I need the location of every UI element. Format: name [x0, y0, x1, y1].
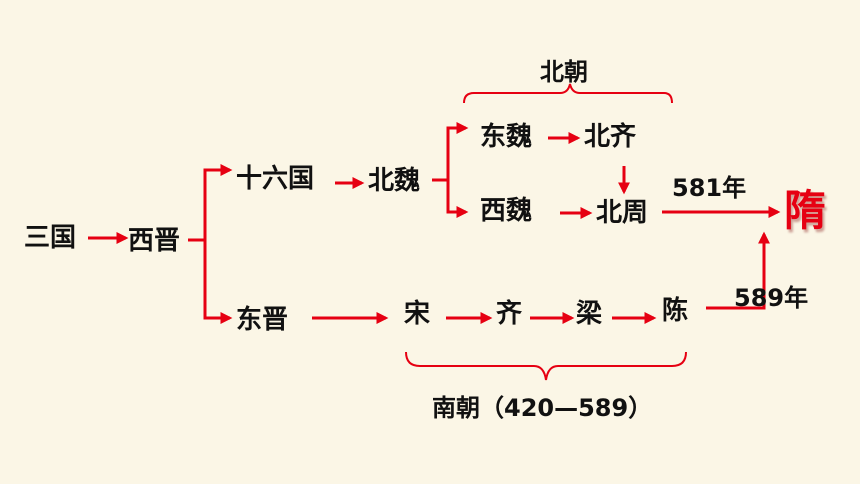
node-shiliuguo: 十六国 — [236, 164, 315, 194]
branch-beiwei — [432, 122, 469, 182]
node-chen: 陈 — [662, 296, 689, 326]
label-north-dynasties: 北朝 — [540, 58, 588, 86]
node-beizhou: 北周 — [596, 198, 649, 228]
branch-xijin-lower — [203, 240, 233, 324]
node-xijin: 西晋 — [128, 226, 181, 256]
label-south-dynasties: 南朝（420—589） — [432, 394, 653, 422]
node-sanguo: 三国 — [24, 223, 77, 253]
node-liang: 梁 — [576, 299, 603, 329]
node-dongwei: 东魏 — [480, 122, 533, 152]
branch-beiwei-lower — [446, 180, 469, 218]
label-year-589: 589年 — [734, 284, 809, 312]
node-xiwei: 西魏 — [480, 196, 533, 226]
brace-south — [405, 351, 687, 381]
node-dongjin: 东晋 — [236, 305, 289, 335]
node-qi: 齐 — [496, 299, 523, 329]
node-sui: 隋 — [784, 186, 827, 235]
node-song: 宋 — [404, 299, 431, 329]
node-beiqi: 北齐 — [584, 122, 637, 152]
label-year-581: 581年 — [672, 174, 747, 202]
arrow-chen-sui — [706, 231, 770, 310]
brace-north — [463, 83, 673, 104]
node-beiwei: 北魏 — [368, 166, 421, 196]
branch-xijin — [188, 164, 233, 242]
